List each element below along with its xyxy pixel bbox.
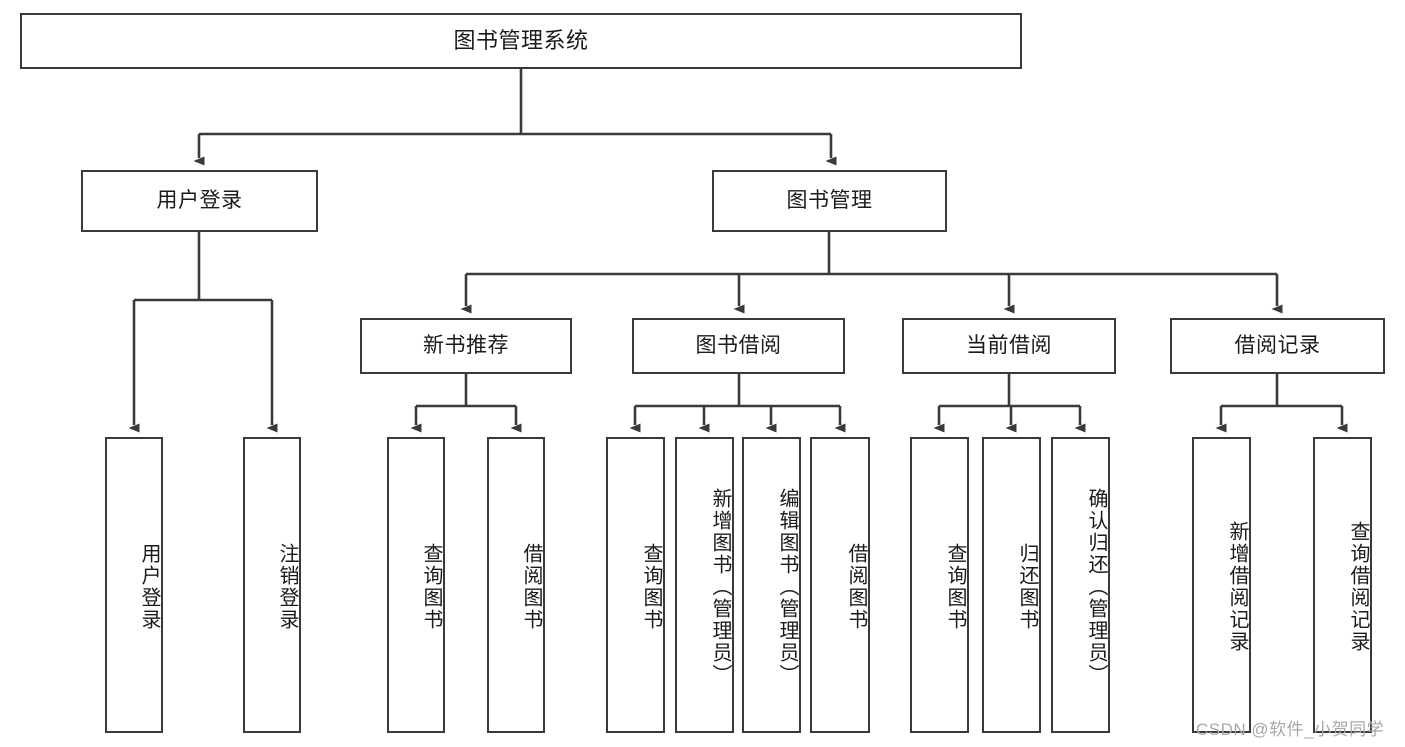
node-label: 借阅图书 — [520, 543, 542, 631]
node-new-book-recommend[interactable]: 新书推荐 — [360, 318, 572, 374]
node-borrow-record[interactable]: 借阅记录 — [1170, 318, 1385, 374]
csdn-watermark: CSDN @软件_小贺同学 — [1196, 720, 1385, 739]
node-label: 图书管理 — [786, 189, 873, 213]
node-label: 查询图书 — [420, 543, 442, 631]
node-book-management[interactable]: 图书管理 — [712, 170, 947, 232]
node-label: 图书管理系统 — [453, 27, 589, 53]
node-label: 当前借阅 — [966, 334, 1052, 358]
node-label: 编辑图书（管理员） — [776, 488, 798, 686]
leaf-edit-book-admin[interactable]: 编辑图书（管理员） — [742, 437, 801, 733]
leaf-borrow-books-recommend[interactable]: 借阅图书 — [487, 437, 545, 733]
node-label: 用户登录 — [138, 543, 160, 631]
leaf-borrow-books[interactable]: 借阅图书 — [810, 437, 870, 733]
leaf-add-borrow-record[interactable]: 新增借阅记录 — [1192, 437, 1251, 733]
node-label: 新书推荐 — [423, 334, 509, 358]
node-label: 查询图书 — [944, 543, 966, 631]
node-label: 注销登录 — [276, 543, 298, 631]
node-label: 归还图书 — [1016, 543, 1038, 631]
node-root-system[interactable]: 图书管理系统 — [20, 13, 1022, 69]
node-label: 确认归还（管理员） — [1085, 488, 1107, 686]
leaf-return-books[interactable]: 归还图书 — [982, 437, 1041, 733]
node-label: 借阅记录 — [1234, 334, 1321, 358]
leaf-query-borrow-record[interactable]: 查询借阅记录 — [1313, 437, 1372, 733]
leaf-query-books-borrow[interactable]: 查询图书 — [606, 437, 665, 733]
leaf-add-book-admin[interactable]: 新增图书（管理员） — [675, 437, 734, 733]
node-user-login[interactable]: 用户登录 — [81, 170, 318, 232]
leaf-query-books-recommend[interactable]: 查询图书 — [387, 437, 445, 733]
leaf-user-login[interactable]: 用户登录 — [105, 437, 163, 733]
leaf-confirm-return-admin[interactable]: 确认归还（管理员） — [1051, 437, 1110, 733]
node-label: 查询图书 — [640, 543, 662, 631]
node-book-borrow[interactable]: 图书借阅 — [632, 318, 845, 374]
node-current-borrow[interactable]: 当前借阅 — [902, 318, 1116, 374]
node-label: 图书借阅 — [695, 334, 782, 358]
node-label: 借阅图书 — [845, 543, 867, 631]
node-label: 新增图书（管理员） — [709, 488, 731, 686]
node-label: 新增借阅记录 — [1226, 521, 1248, 653]
node-label: 用户登录 — [156, 189, 243, 213]
leaf-query-books-current[interactable]: 查询图书 — [910, 437, 969, 733]
node-label: 查询借阅记录 — [1347, 521, 1369, 653]
leaf-logout[interactable]: 注销登录 — [243, 437, 301, 733]
